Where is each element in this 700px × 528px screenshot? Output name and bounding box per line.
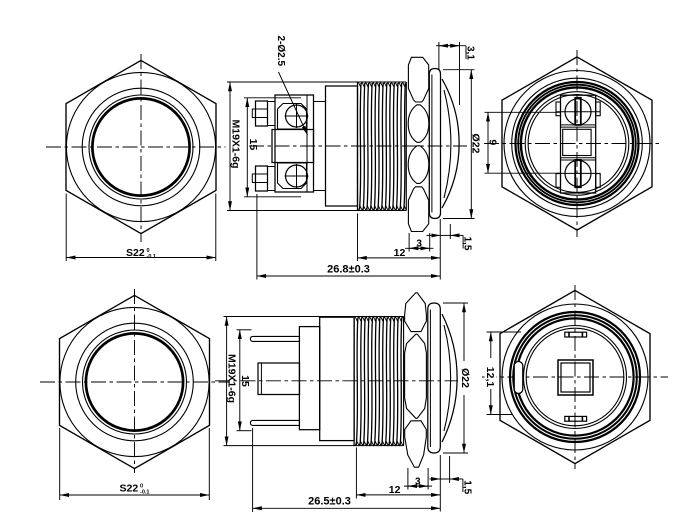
svg-text:1,5: 1,5 (461, 480, 472, 494)
svg-text:12: 12 (389, 484, 401, 496)
svg-text:S22: S22 (120, 483, 139, 495)
svg-text:15: 15 (239, 375, 251, 387)
svg-text:12,1: 12,1 (484, 367, 496, 388)
svg-text:15: 15 (247, 139, 259, 151)
svg-text:26.5±0.3: 26.5±0.3 (308, 495, 351, 507)
svg-text:M19X1-6g: M19X1-6g (226, 354, 238, 403)
svg-text:0: 0 (140, 483, 143, 489)
svg-text:12: 12 (394, 247, 406, 259)
svg-text:Ø22: Ø22 (459, 368, 471, 388)
svg-text:-0.1: -0.1 (140, 489, 149, 495)
svg-text:1,5: 1,5 (462, 237, 473, 251)
svg-text:26.8±0.3: 26.8±0.3 (327, 264, 370, 276)
svg-text:S22: S22 (126, 247, 145, 259)
svg-text:3: 3 (416, 239, 422, 250)
svg-text:2-Ø2.5: 2-Ø2.5 (275, 36, 286, 67)
svg-text:M19X1-6g: M19X1-6g (229, 119, 241, 168)
svg-text:3,1: 3,1 (465, 46, 476, 60)
svg-text:Ø22: Ø22 (470, 134, 482, 154)
svg-text:0: 0 (147, 248, 150, 254)
svg-text:-0.1: -0.1 (147, 254, 156, 260)
svg-text:9: 9 (486, 139, 498, 145)
svg-text:3: 3 (415, 477, 421, 488)
